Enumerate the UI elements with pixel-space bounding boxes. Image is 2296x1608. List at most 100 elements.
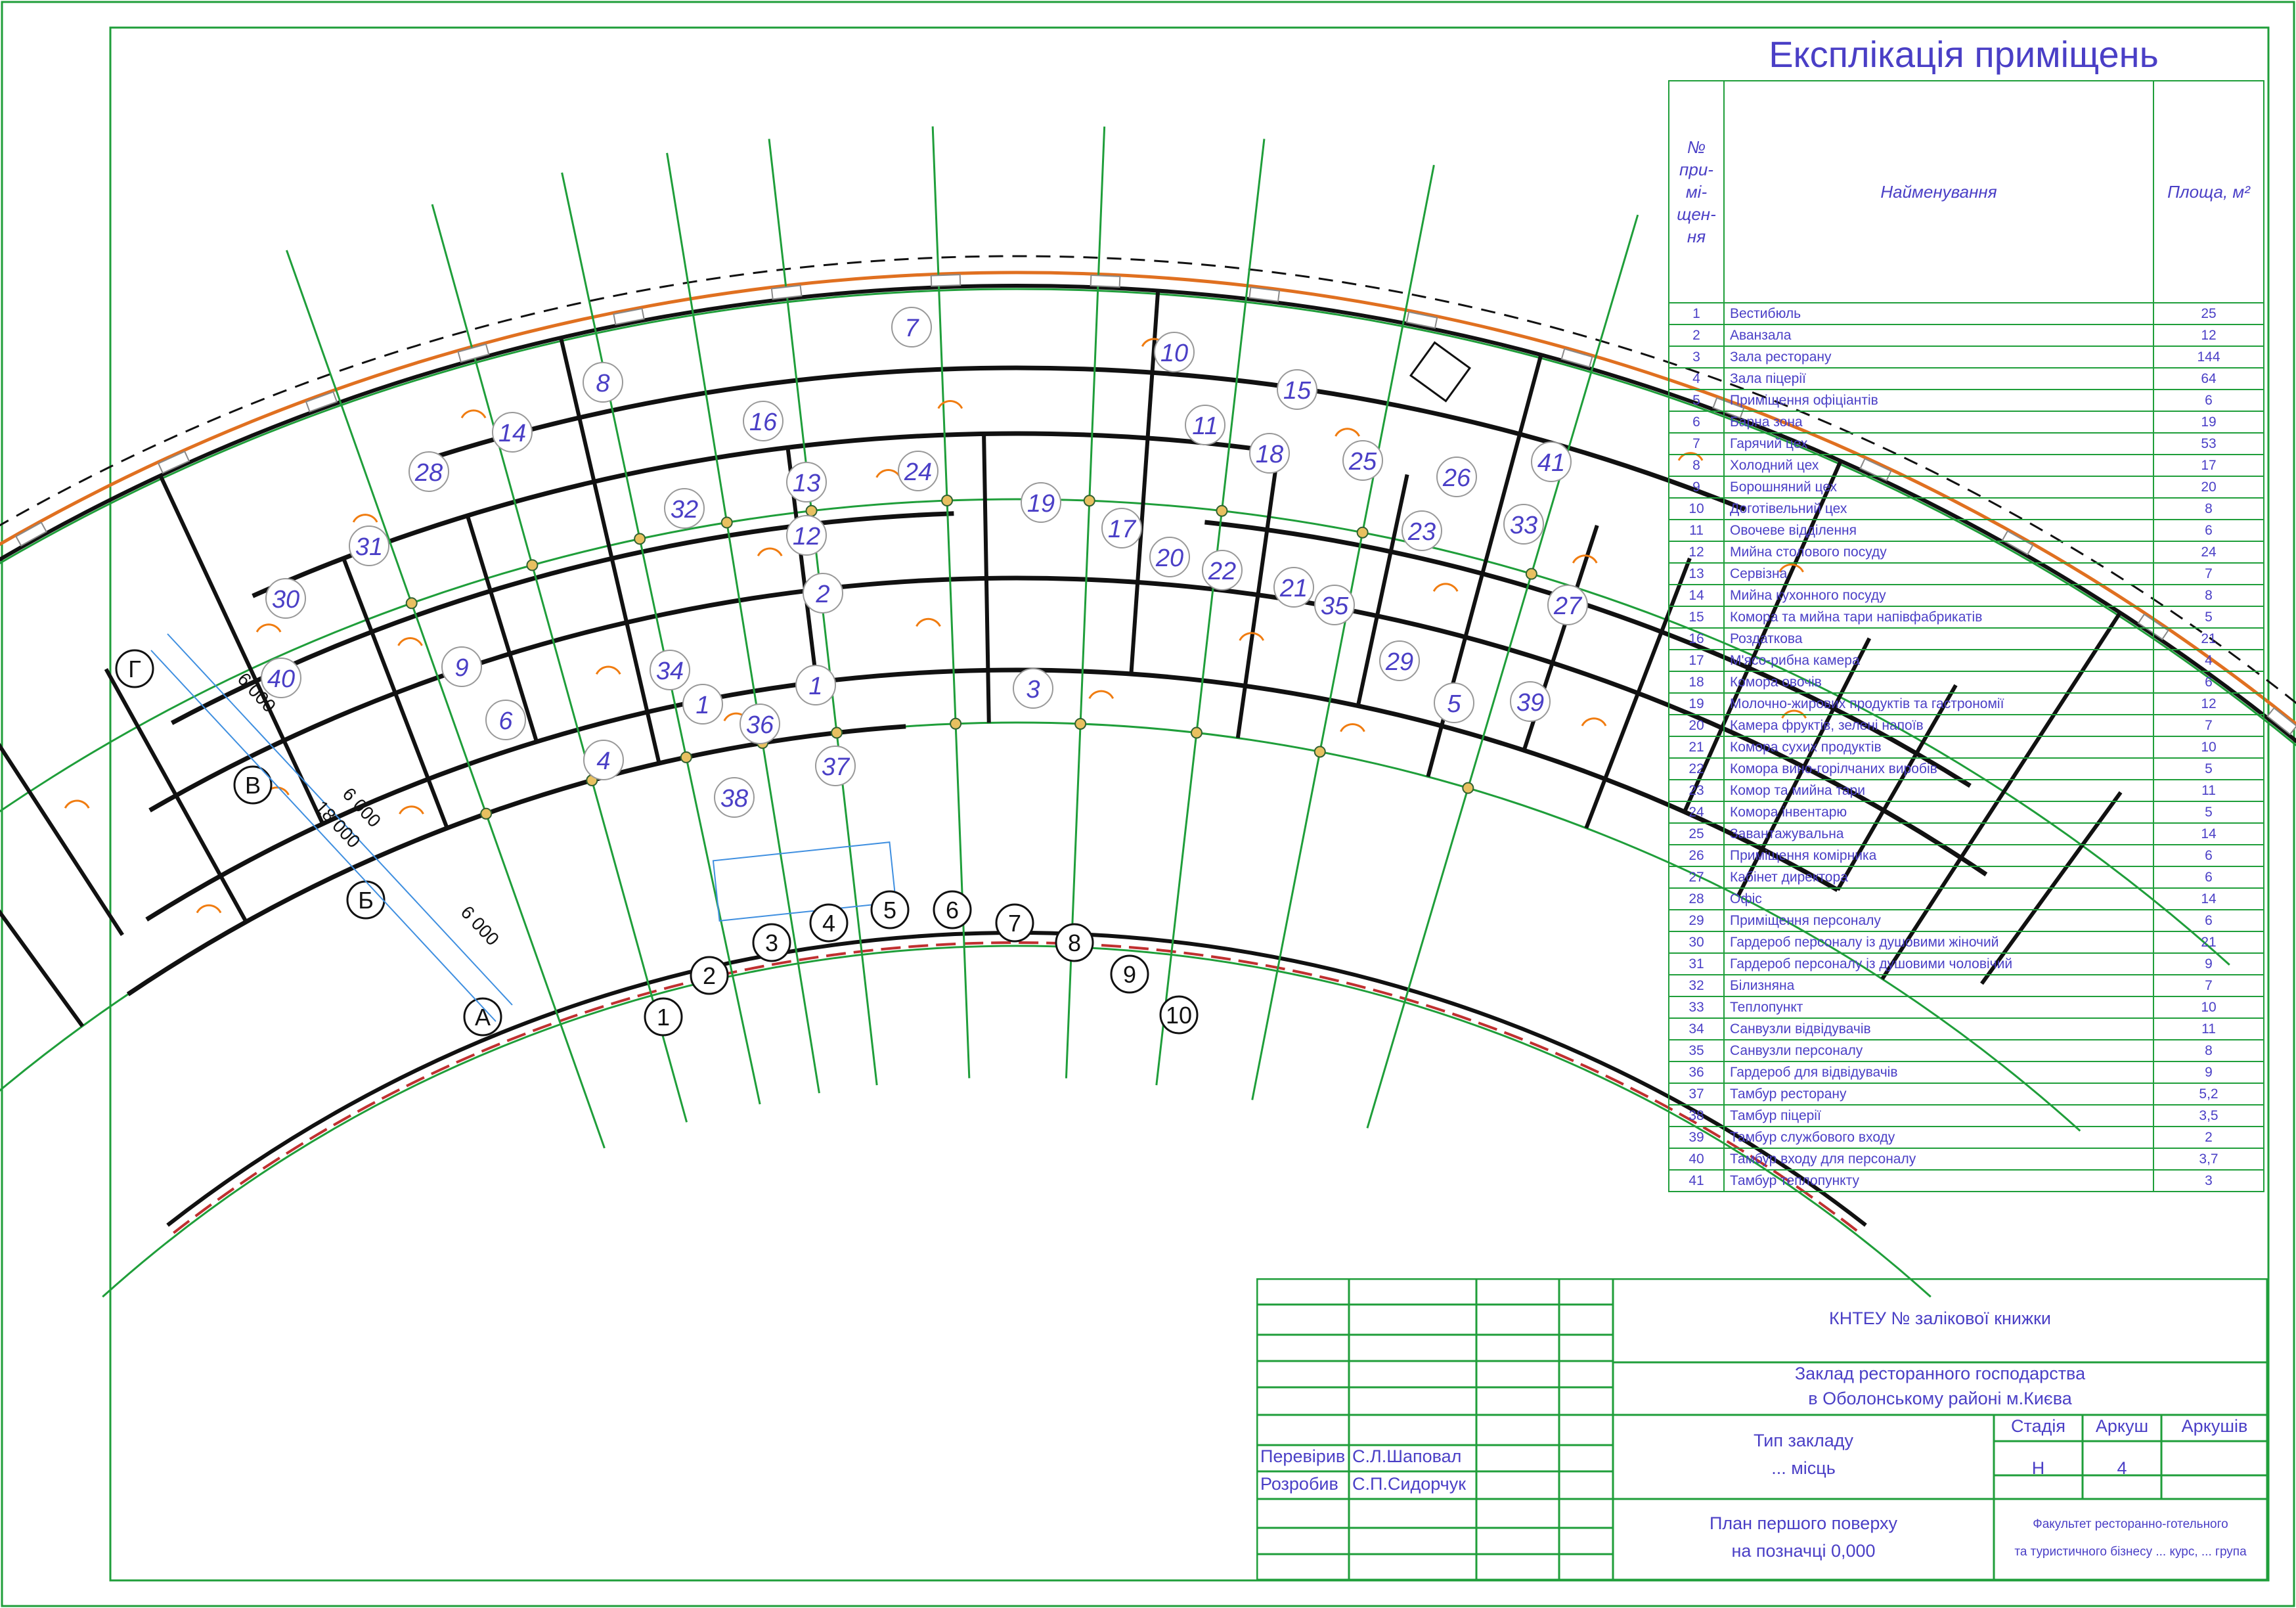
explication-room-number: 32 [1668,974,1725,997]
explication-room-name: Тамбур піцерії [1723,1104,2154,1127]
type-line-1: Тип закладу [1753,1431,1854,1450]
room-number-label: 32 [671,496,698,524]
explication-room-number: 16 [1668,627,1725,650]
explication-room-area: 9 [2153,952,2264,975]
explication-room-name: Санвузли персоналу [1723,1039,2154,1062]
room-marker-circle [1273,567,1314,608]
axis-bubble-circle [1159,995,1199,1035]
explication-room-number: 19 [1668,692,1725,715]
room-marker-circle [408,451,449,492]
explication-room-name: Тамбур службового входу [1723,1126,2154,1149]
explication-room-name: Мийна кухонного посуду [1723,584,2154,607]
axis-bubble-label: 4 [822,910,835,937]
room-marker-circle [898,451,938,491]
room-marker-circle [1149,537,1190,577]
column-marker [1314,746,1326,758]
axis-bubble-label: Б [358,887,374,914]
explication-room-area: 53 [2153,432,2264,455]
grid-axis-radial [1155,139,1266,1086]
faculty-line-1: Факультет ресторанно-готельного [2033,1517,2228,1531]
window-mark [930,274,961,287]
room-number-label: 35 [1321,592,1349,620]
organization-text: КНТЕУ № залікової книжки [1829,1308,2051,1328]
explication-room-name: Завантажувальна [1723,822,2154,845]
explication-room-name: Теплопункт [1723,996,2154,1019]
window-mark [1560,347,1593,368]
axis-bubble-label: Г [128,656,141,682]
explication-room-name: Офіс [1723,887,2154,910]
checked-name: С.Л.Шаповал [1352,1446,1462,1466]
door-swing [399,805,424,815]
inner-glazing [173,941,1861,1234]
explication-room-area: 14 [2153,822,2264,845]
axis-bubble-label: 2 [703,962,716,989]
explication-room-name: Гардероб для відвідувачів [1723,1061,2154,1084]
room-marker-circle [740,704,780,744]
project-line-2: в Оболонському районі м.Києва [1808,1389,2072,1408]
axis-bubble-circle [233,765,273,805]
door-swing [352,514,378,523]
developed-name: С.П.Сидорчук [1352,1474,1467,1494]
explication-room-area: 4 [2153,649,2264,672]
door-swing [937,400,963,409]
room-marker-circle [664,488,705,529]
explication-room-number: 18 [1668,671,1725,694]
explication-room-number: 22 [1668,757,1725,780]
room-marker-circle [1021,482,1061,523]
explication-room-area: 11 [2153,1017,2264,1040]
explication-room-name: Овочеве відділення [1723,519,2154,542]
room-marker-circle [1013,668,1053,709]
door-swing [1088,690,1115,700]
room-number-label: 1 [695,692,709,719]
explication-room-area: 8 [2153,584,2264,607]
stage-value: Н [2031,1458,2045,1478]
grid-axis-arc [102,945,1932,1298]
axis-bubble-circle [752,923,791,962]
room-marker-circle [261,658,301,698]
explication-room-area: 20 [2153,476,2264,499]
room-number-label: 8 [596,370,609,397]
explication-room-number: 29 [1668,909,1725,932]
explication-room-name: Комора інвентарю [1723,801,2154,824]
window-mark [157,450,190,474]
faculty-line-2: та туристичного бізнесу ... курс, ... гр… [2014,1545,2247,1559]
axis-bubble-label: 8 [1068,929,1081,956]
room-number-label: 1 [808,673,822,700]
axis-bubble-circle [644,997,683,1037]
column-marker [480,807,493,820]
explication-room-number: 15 [1668,606,1725,629]
explication-room-number: 4 [1668,367,1725,390]
entrance-canopy [712,841,897,922]
explication-room-name: Приміщення комірника [1723,844,2154,867]
room-number-label: 5 [1447,690,1461,718]
partition-wall [1129,290,1160,675]
room-number-label: 12 [793,523,820,550]
explication-room-name: Доготівельний цех [1723,497,2154,520]
explication-room-area: 6 [2153,671,2264,694]
partition-wall [982,434,991,723]
door-swing [1581,717,1607,726]
door-swing [1572,554,1598,564]
axis-bubble-circle [1110,954,1149,994]
axis-bubble-circle [870,890,910,929]
explication-room-number: 3 [1668,346,1725,368]
explication-room-area: 25 [2153,302,2264,325]
explication-room-number: 33 [1668,996,1725,1019]
explication-room-area: 19 [2153,411,2264,434]
explication-room-number: 10 [1668,497,1725,520]
room-number-label: 33 [1510,512,1537,539]
explication-room-area: 10 [2153,996,2264,1019]
